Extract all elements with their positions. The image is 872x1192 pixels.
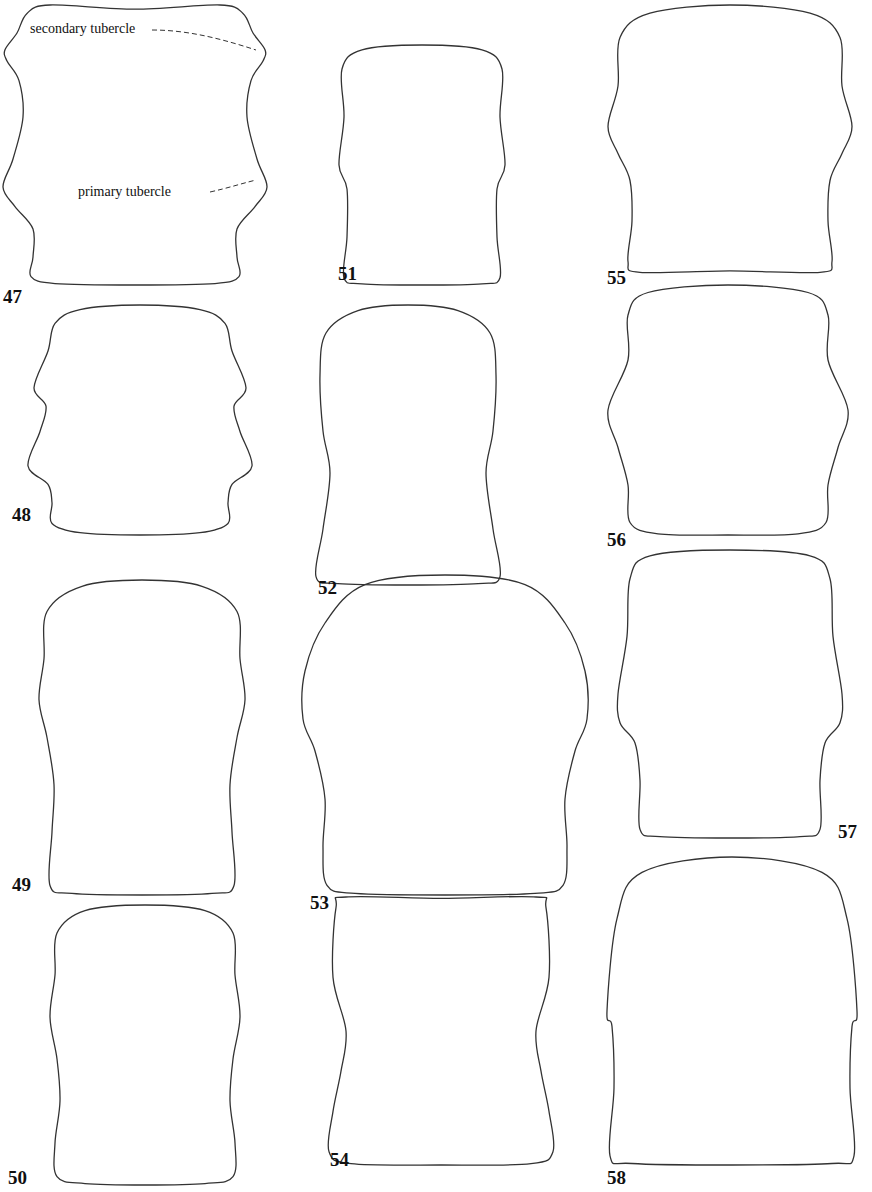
outline — [608, 285, 848, 535]
outline — [328, 897, 554, 1166]
part-label: primary tubercle — [78, 185, 171, 199]
outline — [39, 580, 245, 895]
figure-number: 58 — [607, 1168, 626, 1187]
figure-number: 56 — [607, 530, 626, 549]
outline — [28, 305, 252, 535]
figure-number: 50 — [8, 1168, 27, 1187]
outline — [315, 305, 500, 585]
figure-number: 47 — [3, 287, 22, 306]
outline — [617, 550, 842, 838]
outline — [339, 45, 505, 285]
outline — [607, 857, 857, 1165]
figure-number: 48 — [12, 505, 31, 524]
figure-number: 49 — [12, 875, 31, 894]
figure-number: 54 — [330, 1150, 349, 1169]
leader-line — [152, 30, 256, 50]
figure-number: 55 — [607, 268, 626, 287]
figure-number: 53 — [310, 893, 329, 912]
outline — [50, 905, 240, 1185]
figure-number: 57 — [838, 822, 857, 841]
outline — [302, 575, 588, 895]
leader-line — [210, 180, 256, 192]
outline — [3, 5, 267, 285]
outline — [608, 5, 852, 273]
figure-number: 51 — [338, 264, 357, 283]
part-label: secondary tubercle — [30, 22, 135, 36]
figure-number: 52 — [318, 578, 337, 597]
